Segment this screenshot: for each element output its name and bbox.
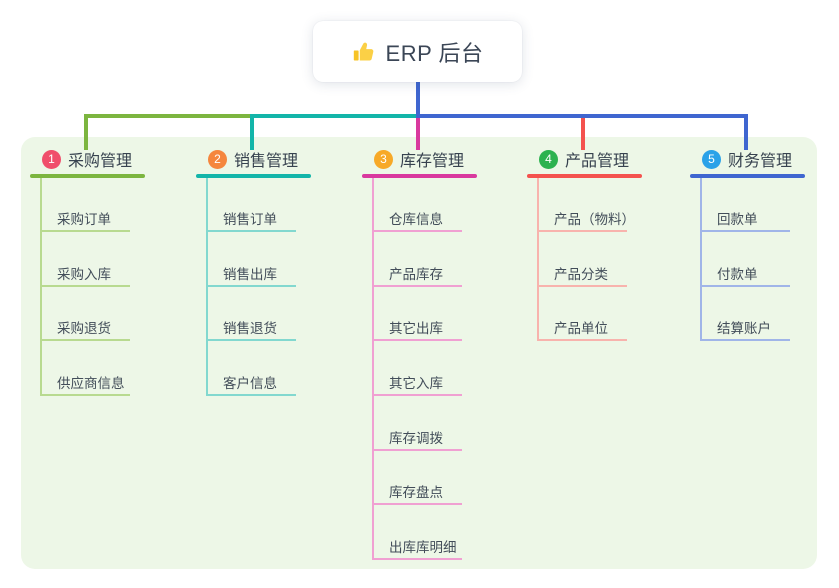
branch-title-4: 产品管理 [565,153,630,170]
child-underline-5-3 [700,339,790,341]
branch-title-5: 财务管理 [728,153,793,170]
child-node-4-1[interactable]: 产品（物料） [554,212,635,227]
child-underline-3-6 [372,503,462,505]
branch-trunk-line-3 [372,177,374,561]
child-underline-3-7 [372,558,462,560]
child-underline-1-2 [40,285,130,287]
child-node-4-3[interactable]: 产品单位 [554,321,608,336]
branch-title-1: 采购管理 [68,153,133,170]
child-underline-5-1 [700,230,790,232]
child-node-5-2[interactable]: 付款单 [717,267,758,282]
child-node-2-1[interactable]: 销售订单 [223,212,277,227]
branch-underline-2 [196,174,311,178]
child-underline-3-2 [372,285,462,287]
connector-horizontal-2 [250,114,420,118]
child-node-3-6[interactable]: 库存盘点 [389,485,443,500]
branch-node-5[interactable]: 5 财务管理 [702,148,792,170]
child-underline-1-3 [40,339,130,341]
branch-underline-5 [690,174,805,178]
child-underline-3-1 [372,230,462,232]
child-node-5-1[interactable]: 回款单 [717,212,758,227]
connector-drop-5 [744,114,748,150]
child-underline-2-3 [206,339,296,341]
branch-number-badge-5: 5 [702,149,721,169]
child-underline-3-3 [372,339,462,341]
child-node-3-5[interactable]: 库存调拨 [389,431,443,446]
child-node-4-2[interactable]: 产品分类 [554,267,608,282]
child-node-3-3[interactable]: 其它出库 [389,321,443,336]
child-node-3-2[interactable]: 产品库存 [389,267,443,282]
child-underline-2-2 [206,285,296,287]
child-node-1-3[interactable]: 采购退货 [57,321,111,336]
child-underline-4-2 [537,285,627,287]
branch-node-4[interactable]: 4 产品管理 [539,148,629,170]
branch-number-badge-2: 2 [208,149,227,169]
branch-node-2[interactable]: 2 销售管理 [208,148,298,170]
branch-title-2: 销售管理 [234,153,299,170]
branches-panel [21,137,817,569]
branch-number-badge-1: 1 [42,149,61,169]
connector-drop-2 [250,114,254,150]
branch-number-badge-3: 3 [374,149,393,169]
child-node-3-7[interactable]: 出库库明细 [389,540,457,555]
branch-node-3[interactable]: 3 库存管理 [374,148,464,170]
child-node-1-1[interactable]: 采购订单 [57,212,111,227]
connector-drop-4 [581,114,585,150]
branch-trunk-line-5 [700,177,702,342]
branch-title-3: 库存管理 [400,153,465,170]
branch-number-badge-4: 4 [539,149,558,169]
thumbs-up-icon [352,40,376,64]
child-node-2-2[interactable]: 销售出库 [223,267,277,282]
child-underline-2-4 [206,394,296,396]
root-node[interactable]: ERP 后台 [313,21,522,82]
connector-drop-1 [84,114,88,150]
child-underline-2-1 [206,230,296,232]
connector-root-drop [416,80,420,116]
child-node-1-4[interactable]: 供应商信息 [57,376,125,391]
child-underline-4-1 [537,230,627,232]
child-node-2-3[interactable]: 销售退货 [223,321,277,336]
child-underline-3-4 [372,394,462,396]
child-underline-4-3 [537,339,627,341]
branch-node-1[interactable]: 1 采购管理 [42,148,132,170]
child-node-2-4[interactable]: 客户信息 [223,376,277,391]
child-node-3-1[interactable]: 仓库信息 [389,212,443,227]
child-node-1-2[interactable]: 采购入库 [57,267,111,282]
branch-underline-1 [30,174,145,178]
connector-horizontal-5 [416,114,748,118]
connector-drop-3 [416,114,420,150]
child-underline-1-1 [40,230,130,232]
child-underline-5-2 [700,285,790,287]
branch-underline-4 [527,174,642,178]
child-node-3-4[interactable]: 其它入库 [389,376,443,391]
root-title: ERP 后台 [385,40,484,66]
child-node-5-3[interactable]: 结算账户 [717,321,771,336]
branch-trunk-line-4 [537,177,539,342]
child-underline-3-5 [372,449,462,451]
child-underline-1-4 [40,394,130,396]
branch-underline-3 [362,174,477,178]
